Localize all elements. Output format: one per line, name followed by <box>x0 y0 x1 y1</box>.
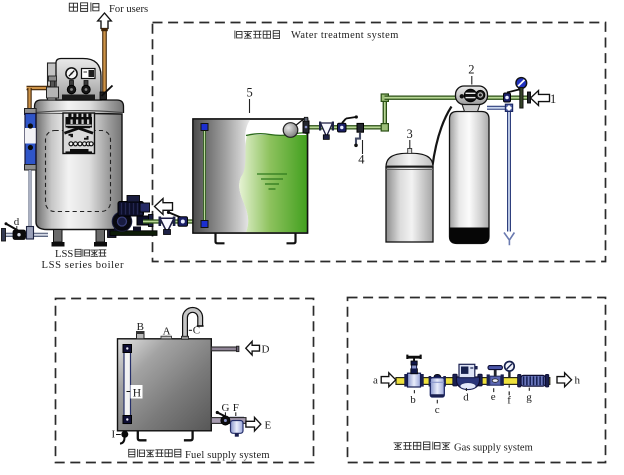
svg-text:5: 5 <box>247 86 253 100</box>
svg-text:h: h <box>575 375 581 387</box>
svg-text:1: 1 <box>550 92 556 106</box>
svg-text:2: 2 <box>468 63 474 77</box>
svg-text:e: e <box>491 391 496 403</box>
svg-text:Fuel supply system: Fuel supply system <box>185 450 270 461</box>
svg-text:f: f <box>507 395 511 407</box>
svg-text:G: G <box>222 402 230 414</box>
svg-text:LSS series boiler: LSS series boiler <box>42 260 125 271</box>
svg-text:3: 3 <box>407 127 413 141</box>
svg-text:LSS: LSS <box>55 249 73 260</box>
svg-text:a: a <box>373 375 378 387</box>
svg-text:g: g <box>526 392 532 404</box>
svg-text:d: d <box>14 216 20 228</box>
svg-text:Water treatment system: Water treatment system <box>291 30 399 41</box>
svg-text:A: A <box>163 326 171 338</box>
svg-text:d: d <box>463 392 469 404</box>
svg-text:D: D <box>262 343 270 355</box>
svg-text:H: H <box>133 387 141 399</box>
svg-text:E: E <box>265 419 272 431</box>
svg-text:F: F <box>233 402 239 414</box>
svg-text:For users: For users <box>109 4 148 15</box>
svg-text:b: b <box>410 394 416 406</box>
svg-text:B: B <box>137 321 144 333</box>
svg-text:C: C <box>193 325 200 337</box>
svg-text:Gas supply system: Gas supply system <box>454 443 533 454</box>
svg-text:I: I <box>112 429 116 441</box>
svg-text:4: 4 <box>358 153 365 167</box>
svg-text:c: c <box>435 404 440 416</box>
